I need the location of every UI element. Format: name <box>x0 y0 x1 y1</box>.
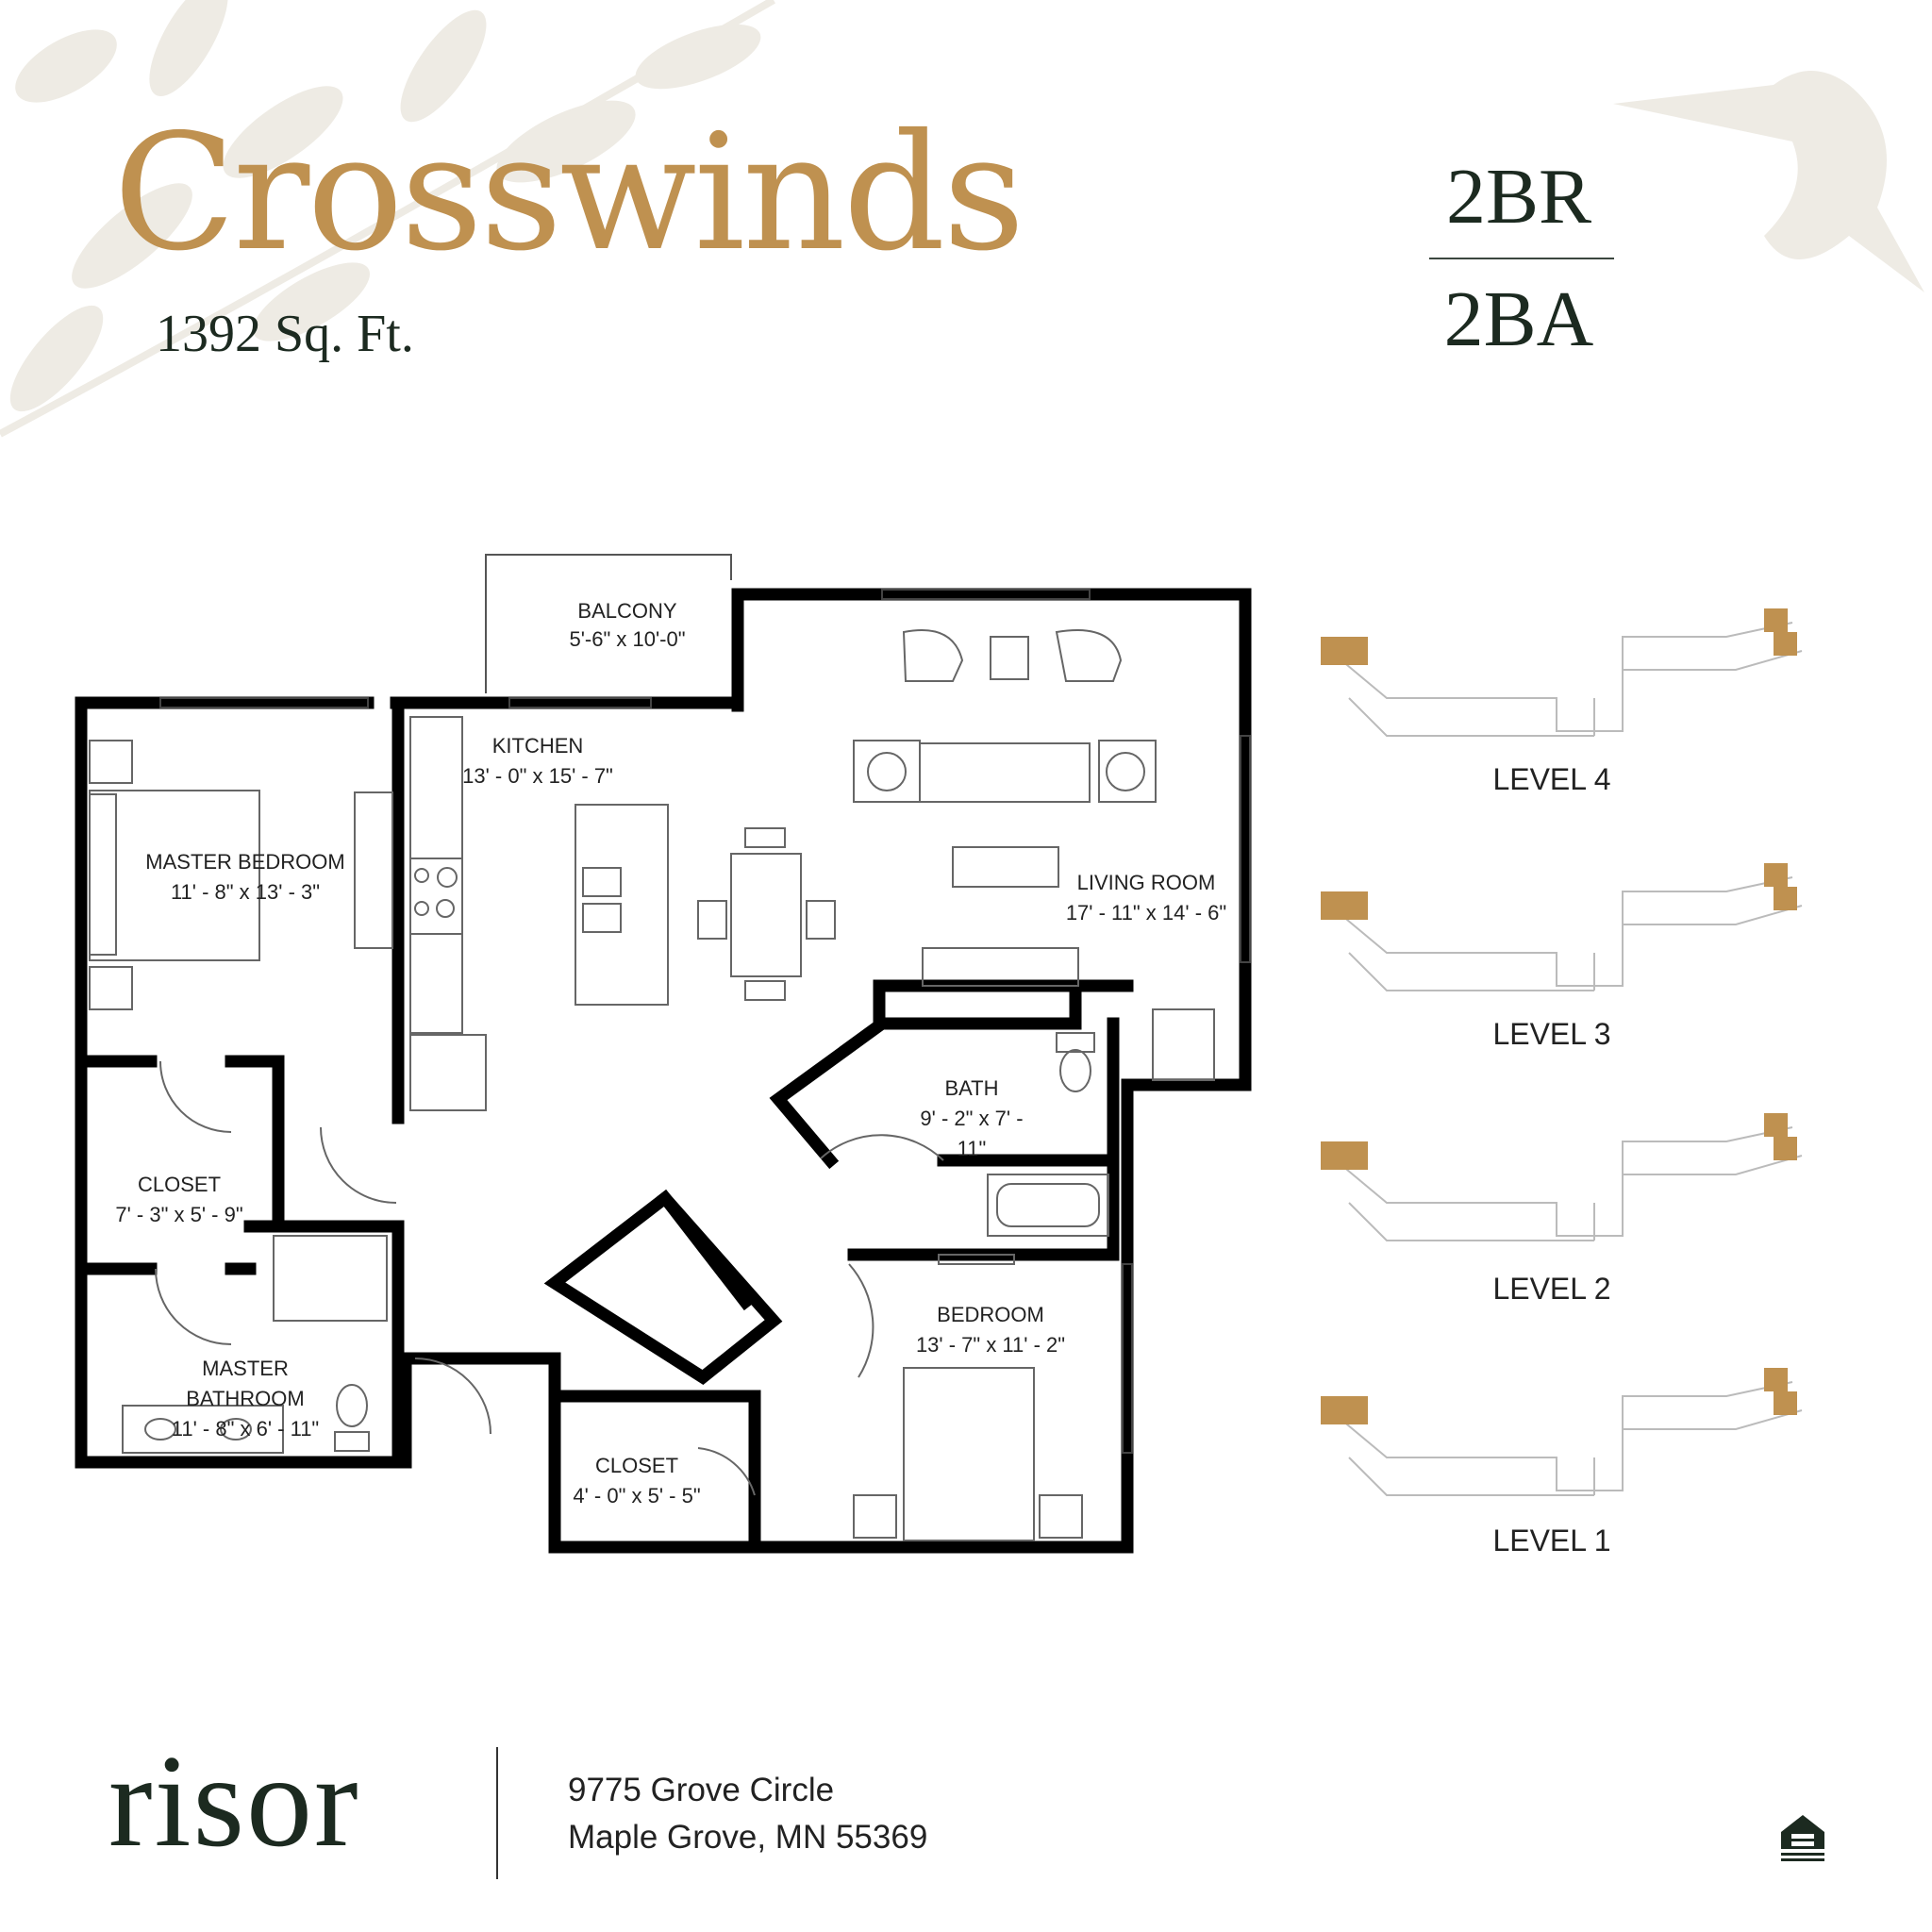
brand-logo: risor <box>108 1728 360 1874</box>
kitchen-label: KITCHEN 13' - 0" x 15' - 7" <box>453 731 623 791</box>
bedroom-label: BEDROOM 13' - 7" x 11' - 2" <box>906 1300 1075 1360</box>
level-label: LEVEL 4 <box>1492 762 1611 796</box>
level-1-keyplan <box>1321 1368 1803 1496</box>
room-dims: 4' - 0" x 5' - 5" <box>573 1484 701 1507</box>
equal-housing-opportunity-icon <box>1781 1815 1824 1861</box>
level-label: LEVEL 3 <box>1492 1017 1611 1051</box>
room-name: CLOSET <box>137 1173 222 1196</box>
level-label: LEVEL 2 <box>1492 1272 1611 1306</box>
level-label: LEVEL 1 <box>1492 1524 1611 1557</box>
address-line-1: 9775 Grove Circle <box>568 1772 835 1808</box>
room-dims: 13' - 0" x 15' - 7" <box>462 764 613 788</box>
footer-divider <box>496 1747 498 1879</box>
room-name: BATH <box>944 1076 999 1100</box>
address-line-2: Maple Grove, MN 55369 <box>568 1819 928 1856</box>
living-room-label: LIVING ROOM 17' - 11" x 14' - 6" <box>1061 868 1231 928</box>
room-dims: 17' - 11" x 14' - 6" <box>1065 901 1227 924</box>
bath-label: BATH 9' - 2" x 7' - 11" <box>906 1074 1038 1164</box>
master-bathroom-label: MASTER BATHROOM 11' - 8" x 6' - 11" <box>142 1354 349 1444</box>
room-dims: 9' - 2" x 7' - 11" <box>920 1107 1024 1160</box>
level-4-keyplan <box>1321 608 1803 737</box>
leaf-decoration <box>0 0 1924 438</box>
room-dims: 11' - 8" x 13' - 3" <box>170 880 321 904</box>
room-dims: 13' - 7" x 11' - 2" <box>915 1333 1066 1357</box>
divider <box>1429 258 1614 259</box>
bedroom-closet-label: CLOSET 4' - 0" x 5' - 5" <box>566 1451 708 1511</box>
master-closet-label: CLOSET 7' - 3" x 5' - 9" <box>104 1170 255 1230</box>
level-2-keyplan <box>1321 1113 1803 1241</box>
room-name: BALCONY <box>577 599 677 623</box>
room-name: BEDROOM <box>937 1303 1044 1326</box>
room-name: MASTER BATHROOM <box>186 1357 305 1410</box>
room-dims: 5'-6" x 10'-0" <box>569 627 686 651</box>
room-name: CLOSET <box>594 1454 679 1477</box>
level-3-keyplan <box>1321 863 1803 991</box>
room-name: LIVING ROOM <box>1076 871 1216 894</box>
bedroom-count: 2BR <box>1445 153 1592 241</box>
room-name: KITCHEN <box>491 734 584 758</box>
room-dims: 7' - 3" x 5' - 9" <box>115 1203 243 1226</box>
floorplan-title: Crosswinds <box>113 100 1025 287</box>
room-name: MASTER BEDROOM <box>145 850 345 874</box>
square-footage: 1392 Sq. Ft. <box>156 305 414 363</box>
balcony-label: BALCONY 5'-6" x 10'-0" <box>557 597 698 654</box>
room-dims: 11' - 8" x 6' - 11" <box>171 1417 320 1441</box>
hummingbird-icon <box>1613 71 1924 292</box>
bathroom-count: 2BA <box>1443 275 1594 363</box>
master-bedroom-label: MASTER BEDROOM 11' - 8" x 13' - 3" <box>142 847 349 908</box>
